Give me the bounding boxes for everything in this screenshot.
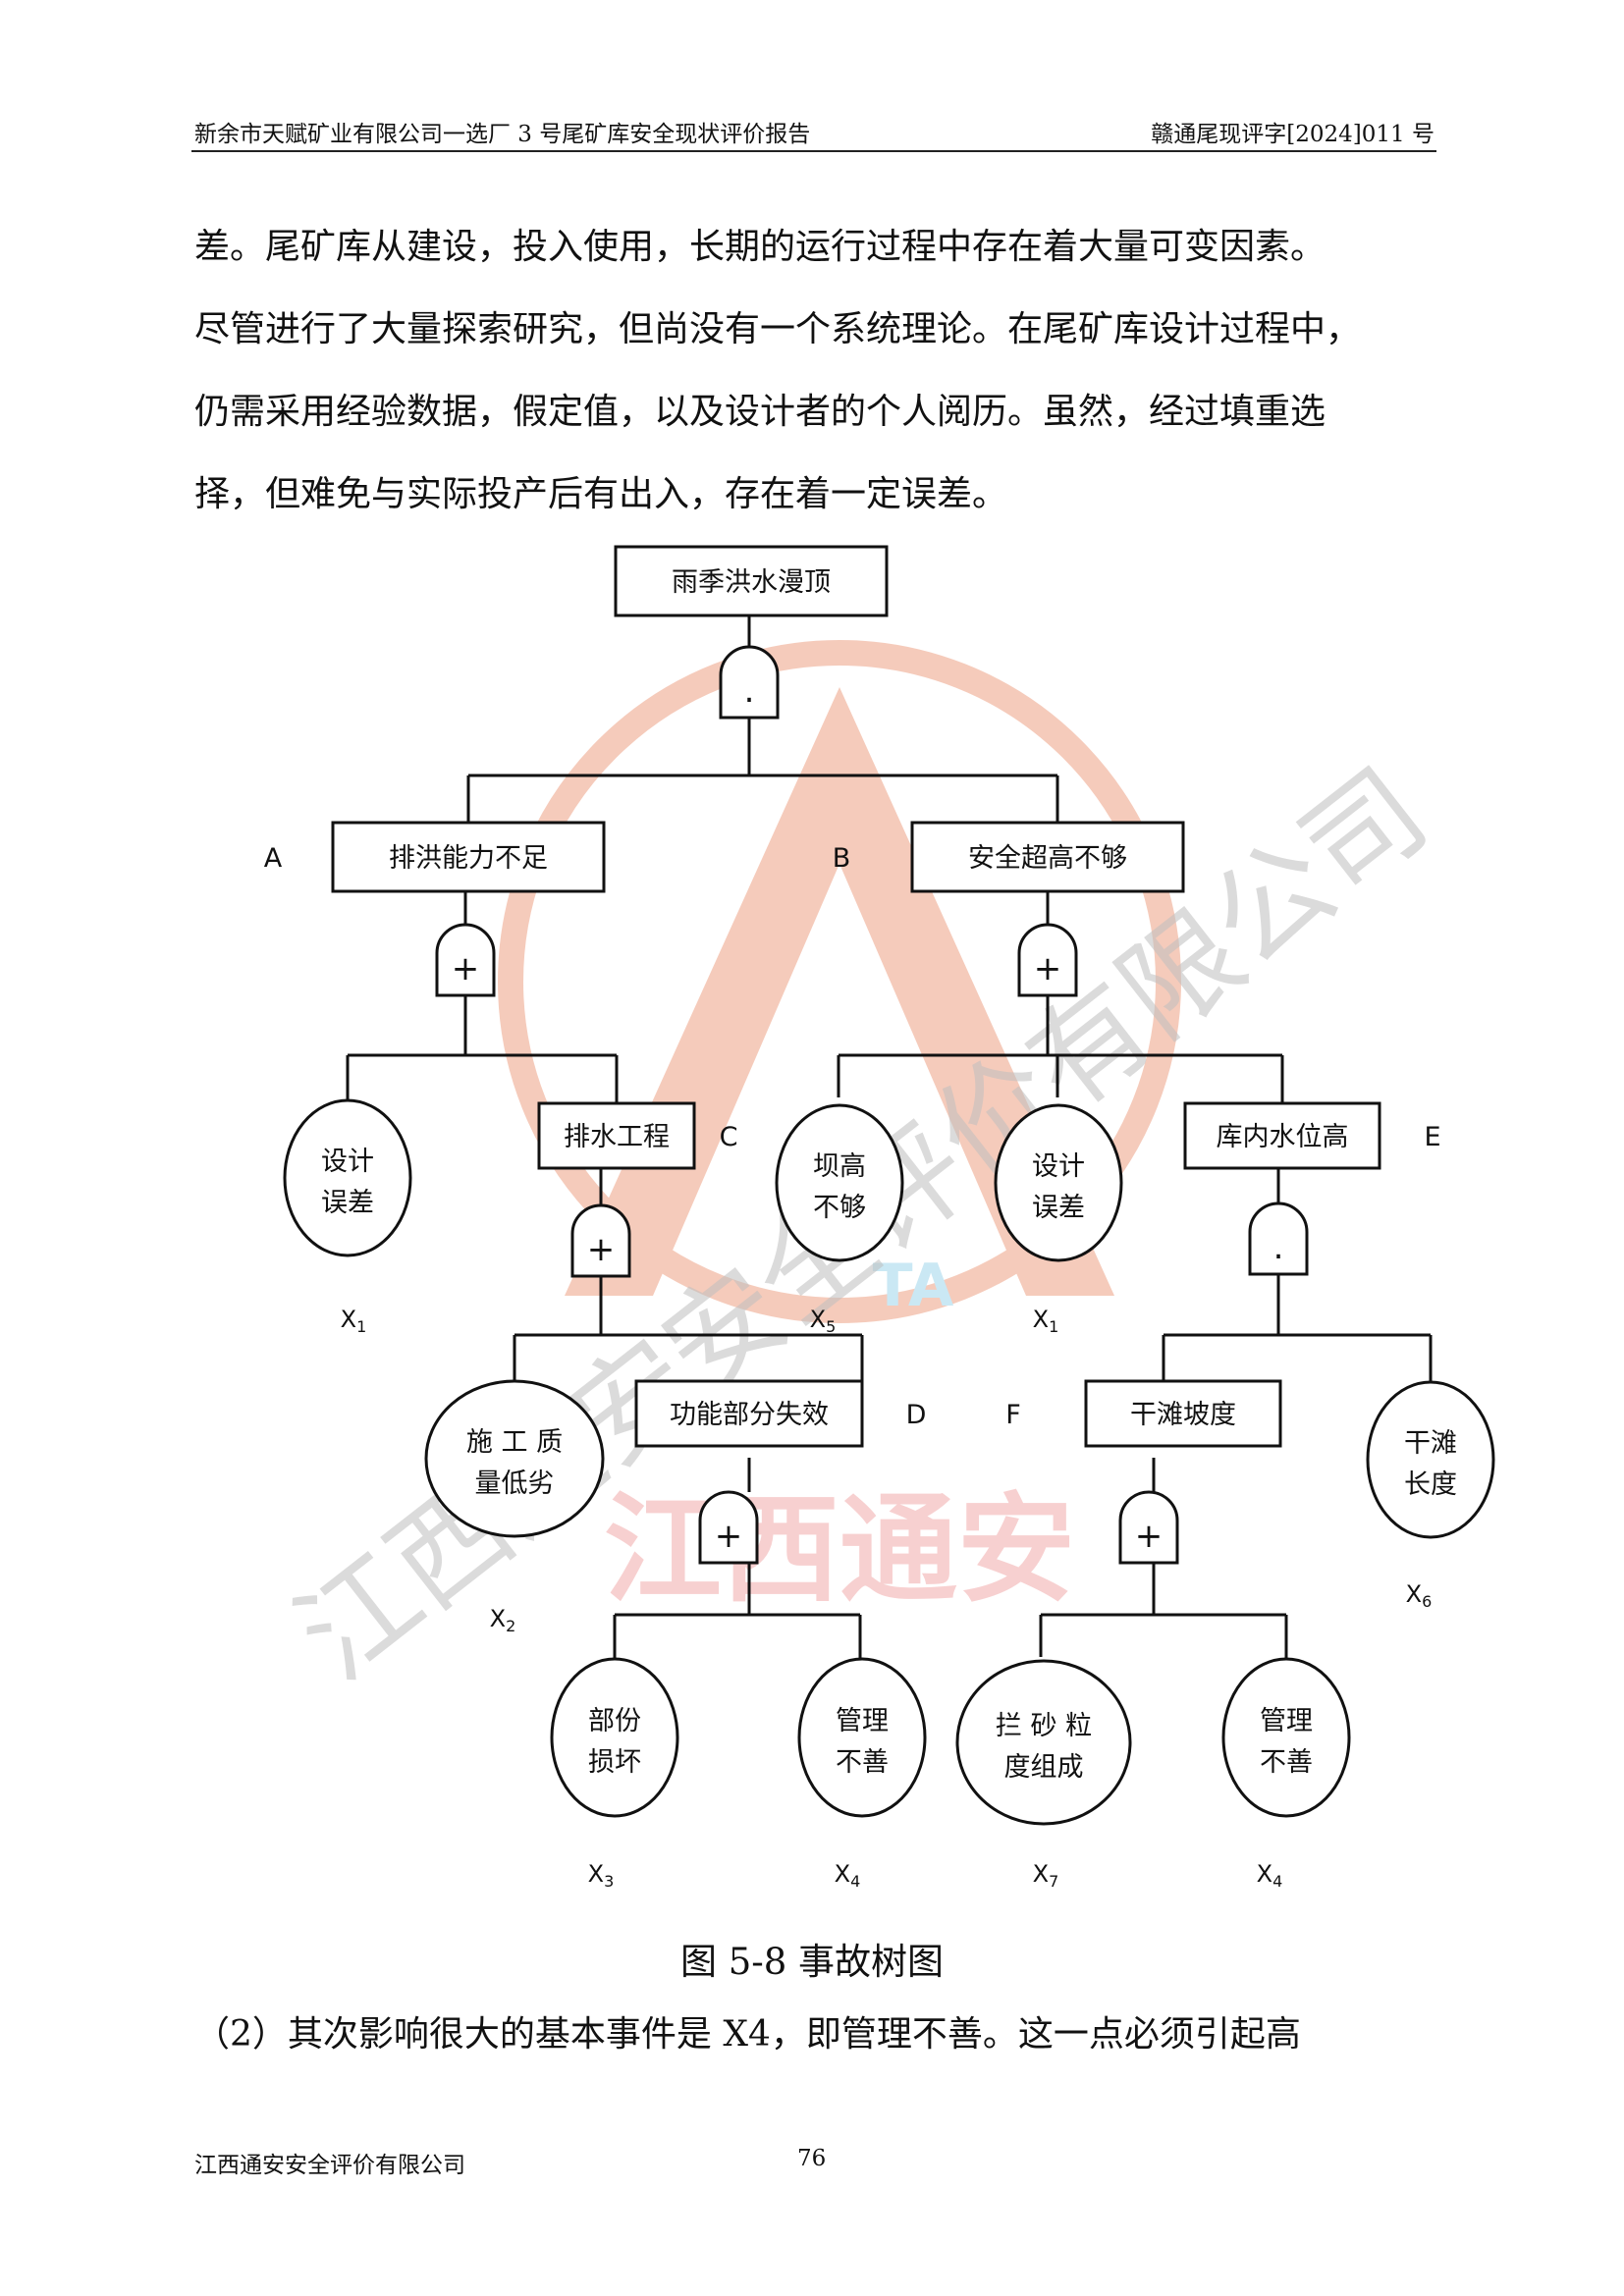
- paragraph-line: 差。尾矿库从建设，投入使用，长期的运行过程中存在着大量可变因素。: [194, 227, 1326, 267]
- and-gate-top: [719, 645, 780, 720]
- or-gate-f: [1118, 1490, 1179, 1565]
- event-e-box: [1183, 1101, 1381, 1170]
- basic-event-sand-grading-label: 拦 砂 粒: [996, 1711, 1092, 1741]
- top-event-label: 雨季洪水漫顶: [672, 567, 831, 598]
- event-c-letter: C: [720, 1122, 738, 1152]
- basic-code: X7: [1033, 1860, 1059, 1891]
- event-a-box: [331, 821, 606, 893]
- basic-event-design-error-a: [283, 1098, 412, 1257]
- event-d-box: [634, 1379, 864, 1448]
- event-d-letter: D: [906, 1400, 927, 1430]
- and-gate-e-symbol: .: [1273, 1228, 1284, 1267]
- basic-event-poor-management-d-label: 管理: [836, 1706, 889, 1736]
- or-gate-f-symbol: +: [1135, 1517, 1164, 1556]
- basic-code: X2: [490, 1605, 516, 1635]
- figure-caption: 图 5-8 事故树图: [679, 1941, 945, 1983]
- event-b-box: [910, 821, 1185, 893]
- basic-event-poor-management-d-label: 不善: [836, 1747, 889, 1778]
- and-gate-top-symbol: .: [744, 671, 755, 711]
- basic-event-design-error-a-label: 设计: [321, 1147, 374, 1177]
- basic-event-construction-quality: [424, 1379, 605, 1538]
- basic-event-construction-quality-label: 施 工 质: [466, 1427, 563, 1458]
- event-f-label: 干滩坡度: [1130, 1400, 1236, 1430]
- event-c-box: [537, 1101, 696, 1170]
- basic-event-partial-damage: [550, 1657, 679, 1818]
- or-gate-b: [1017, 923, 1078, 997]
- event-d-label: 功能部分失效: [670, 1400, 829, 1430]
- basic-code: X3: [588, 1860, 615, 1891]
- basic-event-design-error-b: [994, 1103, 1123, 1262]
- basic-event-beach-length-label: 长度: [1404, 1469, 1457, 1500]
- basic-event-poor-management-f-label: 管理: [1260, 1706, 1313, 1736]
- basic-event-dam-height: [775, 1103, 904, 1262]
- paragraph-line: 择，但难免与实际投产后有出入，存在着一定误差。: [194, 474, 1008, 514]
- basic-code: X1: [341, 1306, 367, 1336]
- event-e-letter: E: [1424, 1122, 1440, 1152]
- basic-event-construction-quality-label: 量低劣: [475, 1468, 555, 1499]
- event-b-letter: B: [833, 843, 851, 874]
- header-title: 新余市天赋矿业有限公司一选厂 3 号尾矿库安全现状评价报告: [194, 122, 811, 147]
- paragraph-2: （2）其次影响很大的基本事件是 X4，即管理不善。这一点必须引起高: [194, 2014, 1301, 2055]
- basic-code: X4: [835, 1860, 861, 1891]
- basic-event-beach-length-label: 干滩: [1404, 1428, 1457, 1459]
- event-b-label: 安全超高不够: [968, 843, 1127, 874]
- header-doc-number: 赣通尾现评字[2024]011 号: [1151, 122, 1435, 147]
- basic-event-design-error-b-label: 误差: [1032, 1193, 1085, 1223]
- basic-event-dam-height-label: 不够: [813, 1193, 866, 1223]
- svg-text:TA: TA: [873, 1252, 954, 1320]
- or-gate-a-symbol: +: [452, 949, 480, 988]
- basic-event-dam-height-label: 坝高: [813, 1151, 866, 1182]
- basic-code: X1: [1033, 1306, 1059, 1336]
- event-c-label: 排水工程: [564, 1122, 670, 1152]
- or-gate-c-symbol: +: [587, 1230, 616, 1269]
- body-paragraph: 差。尾矿库从建设，投入使用，长期的运行过程中存在着大量可变因素。 尽管进行了大量…: [194, 206, 1441, 536]
- event-f-box: [1084, 1379, 1282, 1448]
- basic-event-partial-damage-label: 部份: [588, 1706, 641, 1736]
- basic-event-poor-management-d: [797, 1657, 927, 1818]
- top-event-box: [614, 545, 889, 617]
- seal-watermark: TA 江西通安: [498, 640, 1181, 1619]
- or-gate-c: [570, 1203, 631, 1278]
- header-rule: [191, 150, 1436, 152]
- basic-event-design-error-b-label: 设计: [1032, 1151, 1085, 1182]
- basic-event-design-error-a-label: 误差: [321, 1188, 374, 1218]
- paragraph-line: 仍需采用经验数据，假定值，以及设计者的个人阅历。虽然，经过填重选: [194, 392, 1326, 432]
- event-f-letter: F: [1005, 1400, 1021, 1430]
- or-gate-d-symbol: +: [715, 1517, 743, 1556]
- basic-event-poor-management-f-label: 不善: [1260, 1747, 1313, 1778]
- paragraph-line: 尽管进行了大量探索研究，但尚没有一个系统理论。在尾矿库设计过程中，: [194, 309, 1362, 349]
- or-gate-b-symbol: +: [1034, 949, 1062, 988]
- basic-event-partial-damage-label: 损坏: [588, 1747, 641, 1778]
- basic-code: X4: [1257, 1860, 1283, 1891]
- basic-event-sand-grading: [955, 1659, 1132, 1826]
- event-a-letter: A: [264, 843, 283, 874]
- or-gate-d: [698, 1490, 759, 1565]
- or-gate-a: [435, 923, 496, 997]
- event-a-label: 排洪能力不足: [389, 843, 548, 874]
- basic-event-poor-management-f: [1221, 1657, 1351, 1818]
- footer-company: 江西通安安全评价有限公司: [194, 2153, 465, 2178]
- seal-text: 江西通安: [604, 1482, 1075, 1619]
- footer-page-number: 76: [797, 2146, 827, 2171]
- basic-code: X6: [1406, 1580, 1433, 1611]
- basic-event-sand-grading-label: 度组成: [1004, 1752, 1084, 1783]
- event-e-label: 库内水位高: [1217, 1122, 1349, 1152]
- basic-event-beach-length: [1366, 1380, 1495, 1539]
- and-gate-e: [1248, 1201, 1309, 1276]
